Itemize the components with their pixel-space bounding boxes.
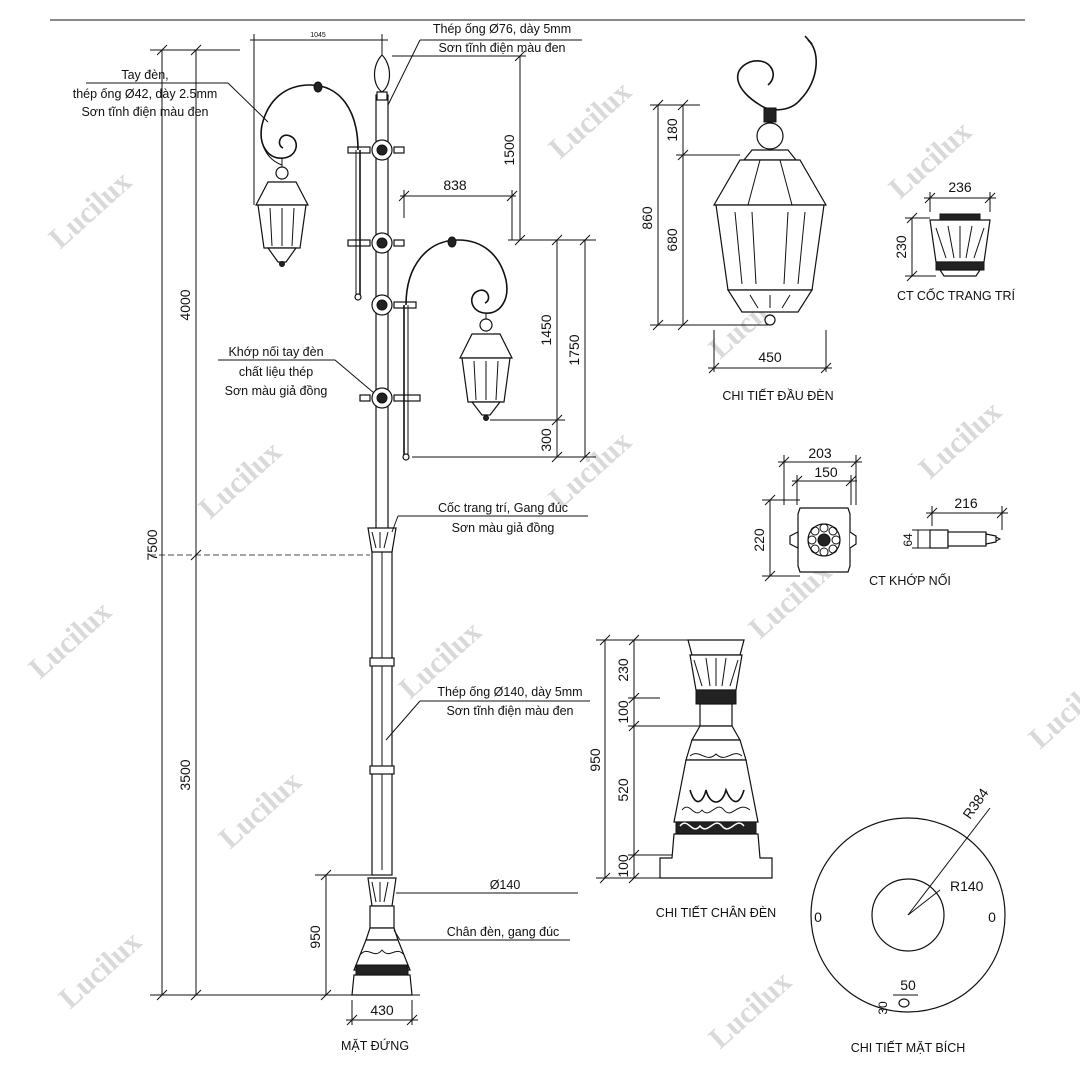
dim-joint-height: 220 <box>751 528 767 552</box>
dim-flange-outer-r: R384 <box>959 785 991 822</box>
finial-collar <box>376 91 388 101</box>
pole-finial <box>373 54 391 93</box>
flange-hole-bottom <box>898 998 910 1008</box>
note-top-pipe-line2: Sơn tĩnh điện màu đen <box>438 41 565 55</box>
note-top-pipe: Thép ống Ø76, dày 5mm Sơn tĩnh điện màu … <box>387 22 582 106</box>
head-detail-title: CHI TIẾT ĐẦU ĐÈN <box>722 388 833 403</box>
upper-arm <box>260 81 362 301</box>
dim-base-ring: 100 <box>615 700 631 724</box>
dim-upper-height: 4000 <box>177 289 193 320</box>
watermark-6: Lucilux <box>543 75 638 165</box>
dim-top-width: 1045 <box>250 32 388 205</box>
dim-base-width: 430 <box>346 1000 418 1026</box>
flange-detail-title: CHI TIẾT MẶT BÍCH <box>851 1040 966 1055</box>
dim-arm-offset-label: 838 <box>443 177 467 193</box>
dim-base-height-label: 950 <box>307 925 323 949</box>
elevation-base <box>351 877 413 996</box>
dim-base-mid: 520 <box>615 778 631 802</box>
upper-lantern <box>255 158 309 267</box>
note-main-pipe: Thép ống Ø140, dày 5mm Sơn tĩnh điện màu… <box>385 685 590 741</box>
dim-top-width-label: 1045 <box>310 32 326 39</box>
dim-flange-inner-r: R140 <box>950 878 984 894</box>
dim-lower-arm-label: 1450 <box>538 314 554 345</box>
joint-3 <box>371 294 417 316</box>
flange-hole-right: 0 <box>988 909 996 925</box>
note-joint-line2: chất liệu thép <box>239 365 313 379</box>
dim-lamp-drop-label: 300 <box>538 428 554 452</box>
dim-flange-hole-h: 30 <box>876 1001 890 1015</box>
lower-lantern <box>459 313 513 421</box>
dim-cup-width: 236 <box>948 179 972 195</box>
joint-1 <box>347 139 405 161</box>
dim-head-top: 180 <box>664 118 680 142</box>
dim-lower-total-label: 1750 <box>566 334 582 365</box>
watermark-4: Lucilux <box>213 765 308 855</box>
elevation-view: 7500 4000 3500 950 430 1045 <box>73 22 596 1053</box>
dim-upper-arm: 1500 <box>392 50 596 246</box>
note-arm-line2: thép ống Ø42, dày 2.5mm <box>73 87 218 101</box>
head-detail: 860 180 680 450 CHI TIẾT ĐẦU ĐÈN <box>639 35 834 403</box>
dim-joint-side-len: 216 <box>954 495 978 511</box>
note-cup-line2: Sơn màu giả đồng <box>452 521 555 535</box>
dim-arm-offset: 838 <box>398 177 518 240</box>
pole-ring-2 <box>369 765 395 775</box>
note-cup-line1: Cốc trang trí, Gang đúc <box>438 501 568 515</box>
dim-base-top: 230 <box>615 658 631 682</box>
note-main-pipe-line1: Thép ống Ø140, dày 5mm <box>437 685 582 699</box>
elevation-title: MẶT ĐỨNG <box>341 1038 409 1053</box>
joint-detail-title: CT KHỚP NỐI <box>869 573 951 588</box>
cup-detail: 236 230 CT CỐC TRANG TRÍ <box>893 179 1016 303</box>
dim-upper-arm-label: 1500 <box>501 134 517 165</box>
note-top-pipe-line1: Thép ống Ø76, dày 5mm <box>433 22 571 36</box>
flange-hole-left: 0 <box>814 909 822 925</box>
watermark-11: Lucilux <box>913 395 1008 485</box>
watermark-15: Lucilux <box>53 925 148 1015</box>
note-arm: Tay đèn, thép ống Ø42, dày 2.5mm Sơn tĩn… <box>73 68 269 123</box>
dim-joint-side-h: 64 <box>901 533 915 547</box>
note-joint-line3: Sơn màu giả đồng <box>225 384 328 398</box>
dim-flange-hole: 50 <box>900 977 916 993</box>
dim-base-width-label: 430 <box>370 1002 394 1018</box>
dim-base-bottom: 100 <box>615 854 631 878</box>
dim-base-height: 950 <box>307 869 372 1001</box>
dim-base-total: 950 <box>587 748 603 772</box>
note-joint: Khớp nối tay đèn chất liệu thép Sơn màu … <box>218 345 375 398</box>
cup-detail-title: CT CỐC TRANG TRÍ <box>897 288 1016 303</box>
decor-cup-pattern <box>371 531 389 549</box>
dim-lower-arm: 1450 1750 300 <box>412 234 596 463</box>
note-arm-line3: Sơn tĩnh điện màu đen <box>81 105 208 119</box>
dim-total-height: 7500 <box>144 529 160 560</box>
dim-left-stack: 7500 4000 3500 <box>144 44 370 1001</box>
watermark-14: Lucilux <box>1023 665 1080 755</box>
note-arm-line1: Tay đèn, <box>121 68 168 82</box>
watermark-3: Lucilux <box>193 435 288 525</box>
watermark-1: Lucilux <box>43 165 138 255</box>
joint-4 <box>359 387 421 409</box>
base-detail-title: CHI TIẾT CHÂN ĐÈN <box>656 905 776 920</box>
base-detail: 950 230 100 520 100 CHI TIẾT CHÂN ĐÈN <box>587 634 776 920</box>
note-pipe-dia-text: Ø140 <box>490 878 521 892</box>
note-base: Chân đèn, gang đúc <box>393 925 570 941</box>
dim-cup-height: 230 <box>893 235 909 259</box>
dim-head-body: 680 <box>664 228 680 252</box>
dim-joint-outer: 203 <box>808 445 832 461</box>
joint-detail: 203 150 220 216 64 CT KHỚP NỐI <box>751 445 1008 588</box>
watermark-13: Lucilux <box>703 965 798 1055</box>
joint-2 <box>347 232 405 254</box>
flange-detail: R140 R384 0 0 50 30 CHI TIẾT MẶT BÍCH <box>810 785 1006 1055</box>
note-joint-line1: Khớp nối tay đèn <box>228 345 323 359</box>
note-pipe-dia: Ø140 <box>396 878 578 894</box>
dim-head-total: 860 <box>639 206 655 230</box>
pole-ring-1 <box>369 657 395 667</box>
dim-lower-height: 3500 <box>177 759 193 790</box>
note-cup: Cốc trang trí, Gang đúc Sơn màu giả đồng <box>391 501 588 535</box>
dim-joint-inner: 150 <box>814 464 838 480</box>
watermark-2: Lucilux <box>23 595 118 685</box>
lower-arm <box>402 236 508 461</box>
note-main-pipe-line2: Sơn tĩnh điện màu đen <box>446 704 573 718</box>
dim-head-width: 450 <box>758 349 782 365</box>
note-base-text: Chân đèn, gang đúc <box>447 925 560 939</box>
